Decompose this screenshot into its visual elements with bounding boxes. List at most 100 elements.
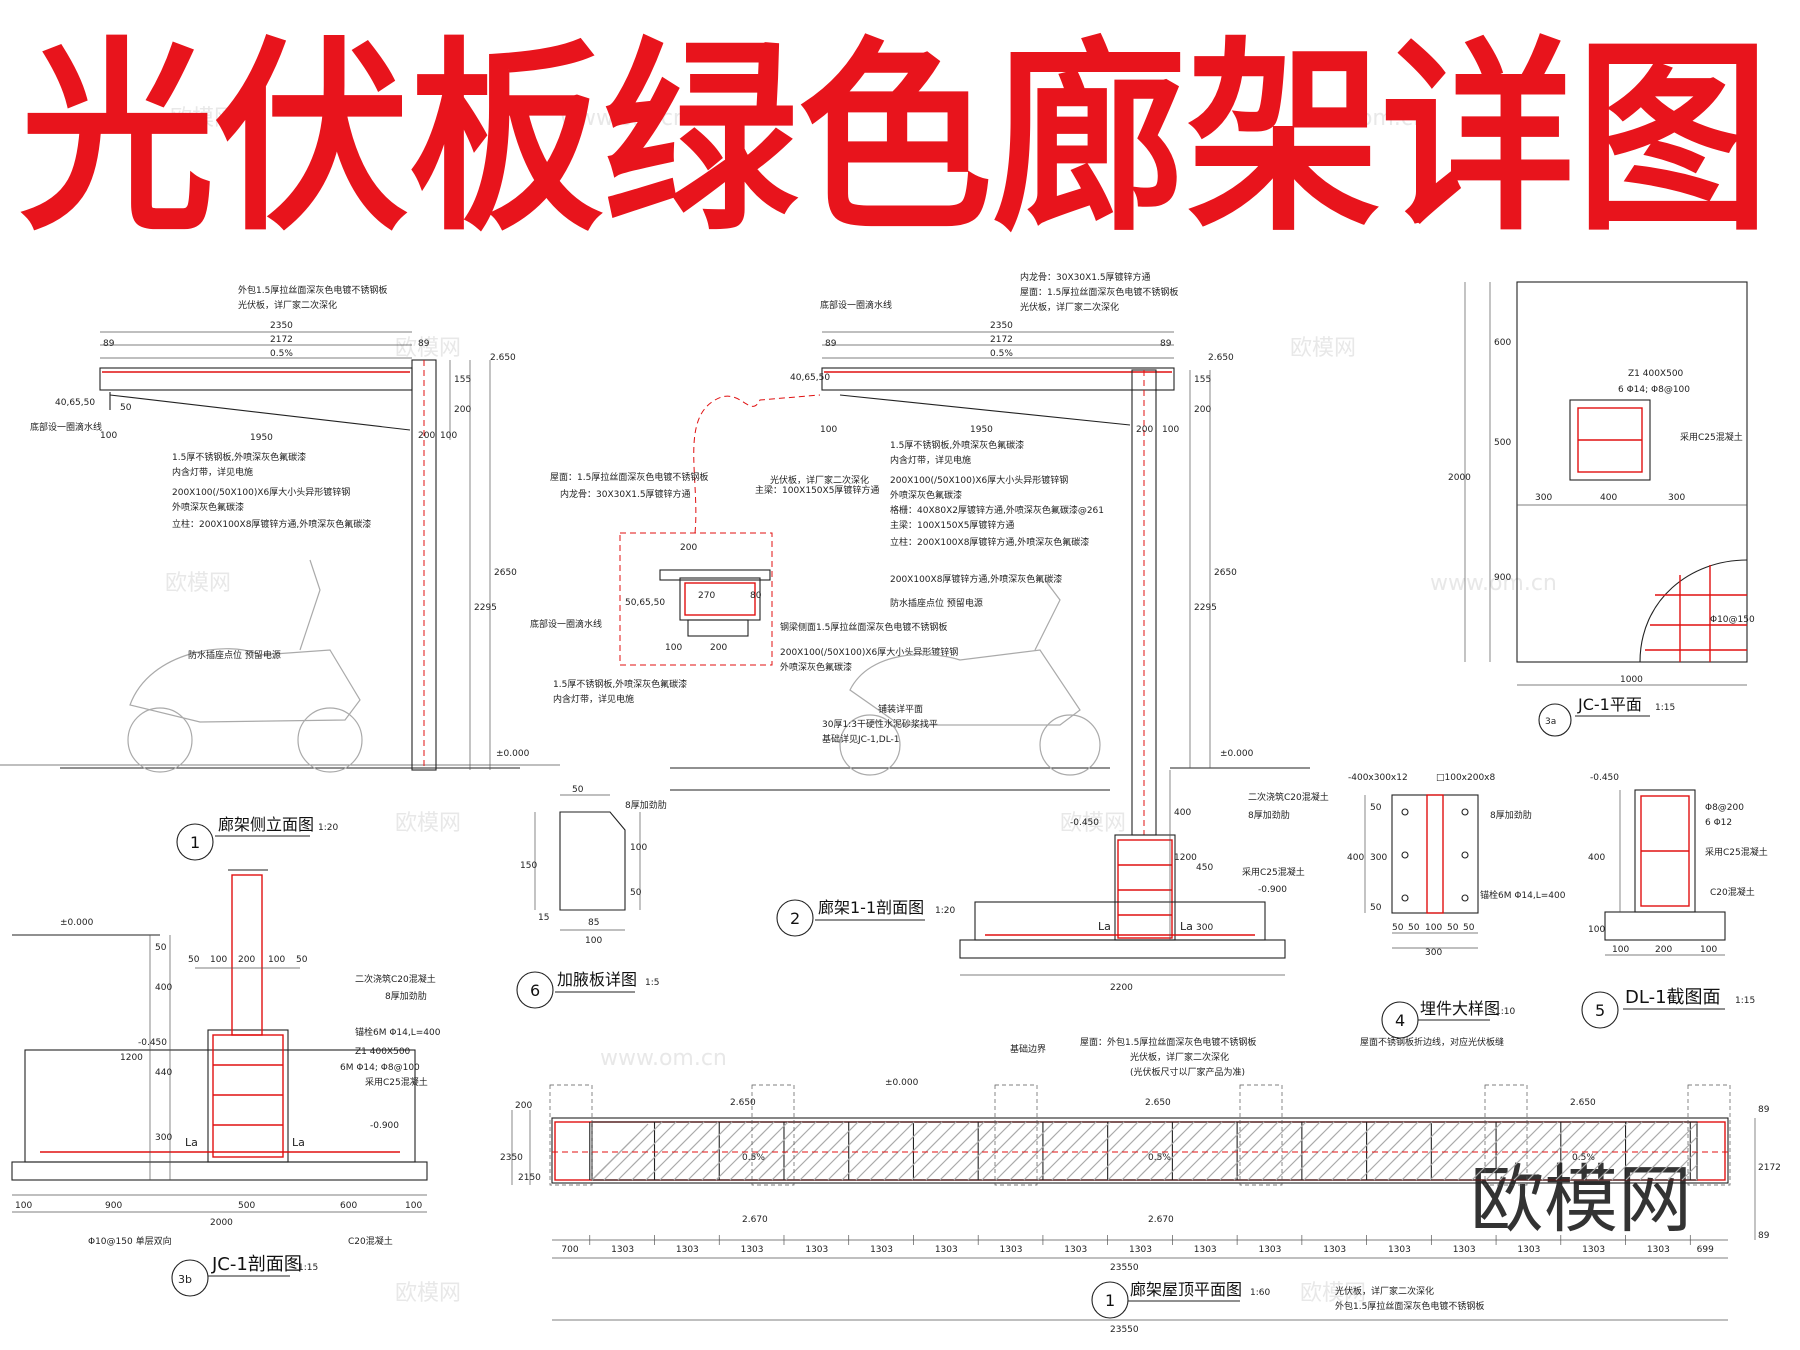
elevation-mark: 2.650 bbox=[1570, 1098, 1596, 1108]
main-title: 光伏板绿色廊架详图 bbox=[20, 21, 1770, 259]
dim-text: 1950 bbox=[970, 425, 993, 435]
slope-mark: 0.5% bbox=[742, 1153, 765, 1163]
dim-text: 50,65,50 bbox=[625, 598, 665, 608]
view-scale: 1:15 bbox=[1735, 996, 1755, 1006]
detail-box bbox=[619, 532, 773, 666]
hatch-line bbox=[659, 1121, 719, 1181]
dim-text: 89 bbox=[1160, 339, 1172, 349]
note: 内龙骨：30X30X1.5厚镀锌方通 bbox=[560, 488, 691, 500]
dim-text: 100 bbox=[1425, 923, 1442, 933]
dim-text: 440 bbox=[155, 1068, 172, 1078]
module-dim: 1303 bbox=[1323, 1245, 1346, 1255]
footing-boundaries bbox=[549, 1084, 1731, 1186]
note: 外喷深灰色氟碳漆 bbox=[172, 501, 244, 513]
dim-text: 50 bbox=[296, 955, 308, 965]
hatch-line bbox=[687, 1121, 747, 1181]
dim-text: 100 bbox=[100, 431, 117, 441]
note: Z1 400X500 bbox=[355, 1047, 411, 1057]
hatch-line bbox=[925, 1121, 985, 1181]
note: 立柱：200X100X8厚镀锌方通,外喷深灰色氟碳漆 bbox=[172, 518, 371, 530]
scooter-handle bbox=[299, 559, 321, 651]
dim-text: 15 bbox=[538, 913, 549, 923]
hatch-line bbox=[813, 1121, 873, 1181]
module-dim: 1303 bbox=[741, 1245, 764, 1255]
view-number: 3a bbox=[1545, 717, 1556, 727]
dim-text: 2350 bbox=[990, 321, 1013, 331]
dim-text: 50 bbox=[572, 785, 584, 795]
module-dim: 1303 bbox=[805, 1245, 828, 1255]
module-dim: 1303 bbox=[1453, 1245, 1476, 1255]
haunch-plate bbox=[559, 811, 626, 911]
elevation-mark: ±0.000 bbox=[885, 1078, 919, 1088]
note: 主梁：100X150X5厚镀锌方通 bbox=[890, 519, 1014, 531]
view-scale: 1:15 bbox=[298, 1263, 318, 1273]
hatch-line bbox=[1625, 1121, 1685, 1181]
watermark: 欧模网 bbox=[1060, 811, 1126, 836]
watermark: www.om.cn bbox=[1430, 571, 1557, 596]
beam-outline bbox=[684, 582, 756, 616]
note: 内含灯带，详见电施 bbox=[890, 454, 971, 466]
view-scale: 1:60 bbox=[1250, 1288, 1270, 1298]
note: (光伏板尺寸以厂家产品为准) bbox=[1130, 1066, 1245, 1078]
hatch-line bbox=[673, 1121, 733, 1181]
dim-text: 40,65,50 bbox=[790, 373, 830, 383]
note: 8厚加劲肋 bbox=[625, 799, 667, 811]
dim-text: 200 bbox=[1194, 405, 1211, 415]
dim-text: 100 bbox=[1612, 945, 1629, 955]
dim-text: 500 bbox=[1494, 438, 1511, 448]
elevation-mark: 2.650 bbox=[730, 1098, 756, 1108]
hatch-line bbox=[1037, 1121, 1097, 1181]
hatch-line bbox=[1331, 1121, 1391, 1181]
scooter-drawing bbox=[839, 579, 1101, 776]
gutter bbox=[687, 619, 749, 637]
view-number-circle bbox=[176, 823, 214, 861]
footing-boundary bbox=[751, 1084, 795, 1186]
roof-edge-detail: 屋面：1.5厚拉丝面深灰色电镀不锈钢板 内龙骨：30X30X1.5厚镀锌方通 光… bbox=[530, 394, 958, 705]
dim-text: 450 bbox=[1196, 863, 1213, 873]
hatch-line bbox=[1681, 1164, 1698, 1181]
note: Z1 400X500 bbox=[1628, 369, 1684, 379]
dim-text: 2000 bbox=[1448, 473, 1471, 483]
note: 外喷深灰色氟碳漆 bbox=[780, 661, 852, 673]
wheel bbox=[839, 714, 901, 776]
note: 二次浇筑C20混凝土 bbox=[1248, 791, 1329, 803]
module-dimensions: 700 1303 1303 1303 1303 1303 1303 1303 1… bbox=[561, 1245, 1714, 1255]
dim-text: 400 bbox=[1347, 853, 1364, 863]
dim-text: 2295 bbox=[474, 603, 497, 613]
note: 采用C25混凝土 bbox=[1242, 866, 1305, 878]
view-number-circle bbox=[1581, 991, 1619, 1029]
hatch-line bbox=[1009, 1121, 1069, 1181]
hatch-line bbox=[1401, 1121, 1461, 1181]
module-dim: 1303 bbox=[611, 1245, 634, 1255]
wheel bbox=[1039, 714, 1101, 776]
view-number: 2 bbox=[790, 909, 800, 928]
haunch-plate-view: 8厚加劲肋 50 150 100 50 15 85 100 6 加腋板详图 1:… bbox=[516, 785, 667, 1009]
note: 200X100(/50X100)X6厚大小头异形镀锌钢 bbox=[890, 474, 1068, 486]
hatch-line bbox=[1569, 1121, 1629, 1181]
dim-text: 0.5% bbox=[990, 349, 1013, 359]
dim-text: 2295 bbox=[1194, 603, 1217, 613]
hatch-line bbox=[1191, 1121, 1251, 1181]
hatch-line bbox=[1149, 1121, 1209, 1181]
view-title: JC-1剖面图 bbox=[211, 1254, 302, 1275]
dim-text: 89 bbox=[418, 339, 430, 349]
dim-text: 300 bbox=[1668, 493, 1685, 503]
beam-section bbox=[679, 577, 761, 621]
note: 光伏板，详厂家二次深化 bbox=[1130, 1051, 1229, 1063]
dim-text: La bbox=[1098, 920, 1111, 933]
scooter-handle bbox=[1034, 579, 1061, 651]
note: 外包1.5厚拉丝面深灰色电镀不锈钢板 bbox=[1335, 1300, 1484, 1312]
note: 200X100(/50X100)X6厚大小头异形镀锌钢 bbox=[780, 646, 958, 658]
module-dim: 1303 bbox=[1064, 1245, 1087, 1255]
hatch-line bbox=[1639, 1122, 1698, 1181]
dim-text: 50 bbox=[1447, 923, 1459, 933]
dim-text: 300 bbox=[155, 1133, 172, 1143]
dim-text: 2350 bbox=[270, 321, 293, 331]
footing-outline bbox=[1516, 281, 1748, 663]
dim-text: 2150 bbox=[518, 1173, 541, 1183]
note: 防水插座点位 预留电源 bbox=[890, 597, 983, 609]
watermark-layer: 欧模网 www.om.cn www.om.cn 欧模网 欧模网 欧模网 www.… bbox=[165, 106, 1692, 1306]
hatch-line bbox=[785, 1121, 845, 1181]
view-number: 4 bbox=[1395, 1011, 1405, 1030]
